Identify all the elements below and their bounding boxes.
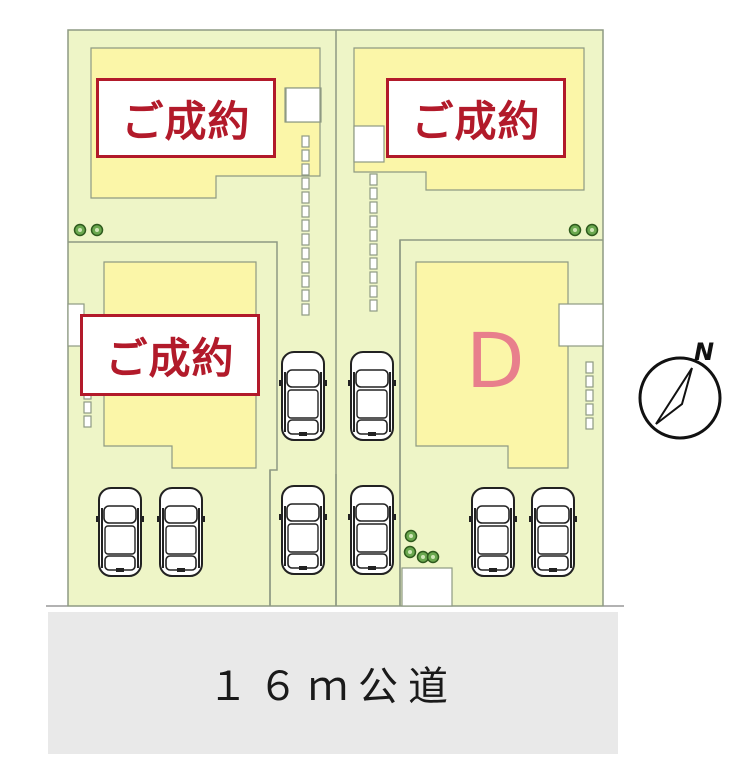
stepping-stone (83, 401, 92, 414)
stepping-stone (369, 285, 378, 298)
stepping-stone (369, 173, 378, 186)
stepping-stone (301, 275, 310, 288)
stepping-stone (301, 289, 310, 302)
stepping-stone (585, 403, 594, 416)
sold-badge-lot-c: ご成約 (80, 314, 260, 396)
lot-letter-d: D (466, 316, 525, 405)
stepping-stone (301, 163, 310, 176)
stepping-stone (369, 299, 378, 312)
stepping-stone (585, 417, 594, 430)
stepping-stone (301, 247, 310, 260)
north-label: N (694, 338, 715, 366)
stepping-stone (301, 303, 310, 316)
stepping-stone (301, 219, 310, 232)
stepping-stone (301, 191, 310, 204)
stepping-stone (585, 389, 594, 402)
sold-badge-lot-a: ご成約 (96, 78, 276, 158)
stepping-stone (585, 361, 594, 374)
road (48, 612, 618, 754)
sold-badge-lot-b: ご成約 (386, 78, 566, 158)
stepping-stone (301, 261, 310, 274)
stepping-stone (301, 149, 310, 162)
stepping-stone (369, 201, 378, 214)
stepping-stone (301, 177, 310, 190)
road-label: １６ｍ公道 (208, 664, 458, 710)
stepping-stone (301, 135, 310, 148)
stepping-stone (369, 257, 378, 270)
stepping-stone (83, 415, 92, 428)
stepping-stone (585, 375, 594, 388)
stepping-stone (301, 233, 310, 246)
stepping-stone (369, 243, 378, 256)
stepping-stone (301, 205, 310, 218)
north-arrow-icon (638, 356, 722, 440)
stepping-stone (369, 271, 378, 284)
stepping-stone (369, 187, 378, 200)
stepping-stone (369, 229, 378, 242)
stepping-stone (369, 215, 378, 228)
